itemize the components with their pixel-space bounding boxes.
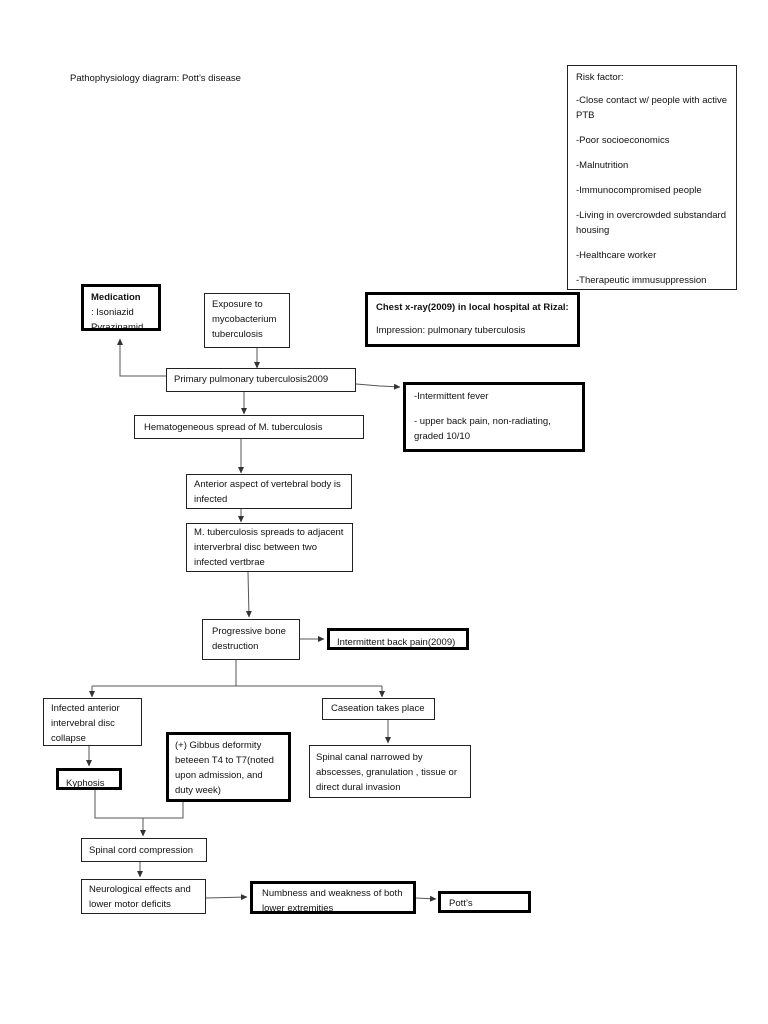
numbness-box: Numbness and weakness of both lower extr… — [250, 881, 416, 914]
hematogenous-box: Hematogeneous spread of M. tuberculosis — [134, 415, 364, 439]
exposure-box: Exposure to mycobacterium tuberculosis — [204, 293, 290, 348]
medication-heading: Medication — [91, 292, 141, 303]
gibbus-text: (+) Gibbus deformity beteeen T4 to T7(no… — [175, 740, 274, 796]
risk-item: -Healthcare worker — [576, 250, 657, 261]
arrow-primary-symptoms — [355, 383, 401, 390]
disc-collapse-box: Infected anterior intervebral disc colla… — [43, 698, 142, 746]
risk-item: -Close contact w/ people with active PTB — [576, 95, 728, 121]
back-pain-box: Intermittent back pain(2009) — [327, 628, 469, 650]
kyphosis-box: Kyphosis — [56, 768, 122, 790]
risk-item: -Living in overcrowded substandard housi… — [576, 210, 726, 236]
potts-box: Pott’s — [438, 891, 531, 913]
progressive-destruction-box: Progressive bone destruction — [202, 619, 300, 660]
medication-box: Medication : Isoniazid Pyrazinamid — [81, 284, 161, 331]
xray-heading: Chest x-ray(2009) in local hospital at R… — [376, 302, 569, 313]
spinal-cord-box: Spinal cord compression — [81, 838, 207, 862]
symptom-back-pain: - upper back pain, non-radiating, graded… — [414, 416, 551, 442]
neurological-box: Neurological effects and lower motor def… — [81, 879, 206, 914]
numbness-text: Numbness and weakness of both lower extr… — [262, 888, 403, 914]
risk-item: -Poor socioeconomics — [576, 135, 670, 146]
anterior-vertebral-box: Anterior aspect of vertebral body is inf… — [186, 474, 352, 509]
primary-tb-box: Primary pulmonary tuberculosis2009 — [166, 368, 356, 392]
symptoms-box: -Intermittent fever - upper back pain, n… — [403, 382, 585, 452]
arrow-spreads-progressive — [245, 571, 252, 618]
spinal-canal-box: Spinal canal narrowed by abscesses, gran… — [309, 745, 471, 798]
risk-factor-box: Risk factor: -Close contact w/ people wi… — [567, 65, 737, 290]
page-title: Pathophysiology diagram: Pott’s disease — [70, 73, 241, 84]
arrow-primary-medication — [117, 338, 166, 377]
medication-line: Pyrazinamid — [91, 322, 144, 331]
risk-item: -Therapeutic immusuppression — [576, 275, 707, 286]
arrow-neuro-numbness — [205, 894, 248, 901]
symptom-fever: -Intermittent fever — [414, 391, 489, 402]
gibbus-box: (+) Gibbus deformity beteeen T4 to T7(no… — [166, 732, 291, 802]
risk-item: -Malnutrition — [576, 160, 629, 171]
spreads-disc-box: M. tuberculosis spreads to adjacent inte… — [186, 523, 353, 572]
risk-item: -Immunocompromised people — [576, 185, 702, 196]
medication-line: : Isoniazid — [91, 307, 134, 318]
back-pain-text: Intermittent back pain(2009) — [337, 637, 456, 648]
chest-xray-box: Chest x-ray(2009) in local hospital at R… — [365, 292, 580, 347]
caseation-box: Caseation takes place — [322, 698, 435, 720]
kyphosis-text: Kyphosis — [66, 778, 105, 789]
risk-heading: Risk factor: — [576, 72, 624, 83]
xray-impression: Impression: pulmonary tuberculosis — [376, 325, 526, 336]
arrow-numbness-potts — [415, 895, 437, 902]
